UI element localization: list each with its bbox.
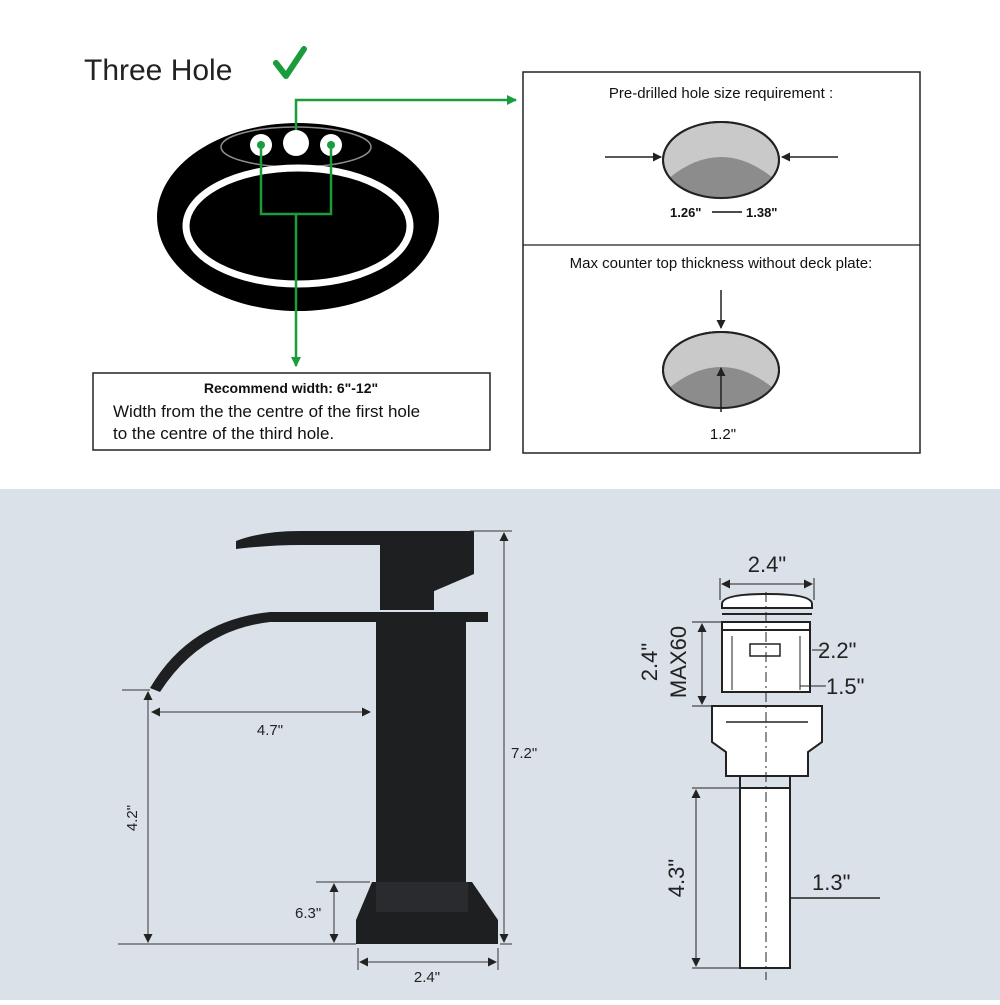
hole-requirements-panel: Pre-drilled hole size requirement : 1.26…	[522, 71, 921, 454]
drain-tail-height: 4.3"	[664, 859, 689, 897]
faucet-base-riser	[376, 882, 468, 912]
dim-base-height: 6.3"	[295, 905, 321, 922]
faucet-body	[376, 618, 466, 908]
drain-cap-width: 2.4"	[748, 552, 786, 577]
arrow-to-hole-size	[294, 95, 517, 130]
check-mark-icon	[273, 46, 307, 79]
thickness-illustration	[662, 290, 780, 412]
hole-marker-left	[257, 141, 265, 149]
hole-size-title: Pre-drilled hole size requirement :	[609, 85, 833, 102]
recommend-line-2: to the centre of the third hole.	[113, 424, 334, 443]
sink-basin	[157, 123, 439, 311]
drain-width-22: 2.2"	[818, 638, 856, 663]
thickness-title: Max counter top thickness without deck p…	[570, 255, 873, 272]
dim-spout-reach: 4.7"	[257, 722, 283, 739]
recommend-box	[92, 372, 491, 451]
faucet-neck	[380, 590, 434, 610]
faucet-handle	[236, 531, 474, 592]
dimensions-background	[0, 489, 1000, 1000]
dim-base-width: 2.4"	[414, 969, 440, 986]
faucet-dimension-lines	[118, 530, 512, 970]
hole-size-max: 1.38"	[746, 205, 777, 220]
thickness-value: 1.2"	[710, 426, 736, 443]
hole-size-min: 1.26"	[670, 205, 701, 220]
drain-tail-width: 1.3"	[812, 870, 850, 895]
three-hole-title: Three Hole	[84, 54, 232, 87]
recommend-line-1: Width from the the centre of the first h…	[113, 402, 420, 421]
three-hole-section: Three Hole Recommend width: 6"-12" Width…	[84, 46, 517, 451]
dim-spout-height: 4.2"	[124, 805, 141, 831]
dim-total-height: 7.2"	[511, 745, 537, 762]
drain-dimension-lines	[691, 578, 880, 969]
faucet-hole-center	[283, 130, 309, 156]
faucet-drawing	[150, 531, 498, 944]
sink-bowl-outline	[182, 164, 414, 288]
hole-marker-right	[327, 141, 335, 149]
drain-max-label: MAX60	[666, 626, 691, 698]
recommend-heading: Recommend width: 6"-12"	[204, 380, 378, 396]
drain-upper-height: 2.4"	[637, 643, 662, 681]
hole-size-illustration	[605, 121, 838, 200]
drain-width-15: 1.5"	[826, 674, 864, 699]
